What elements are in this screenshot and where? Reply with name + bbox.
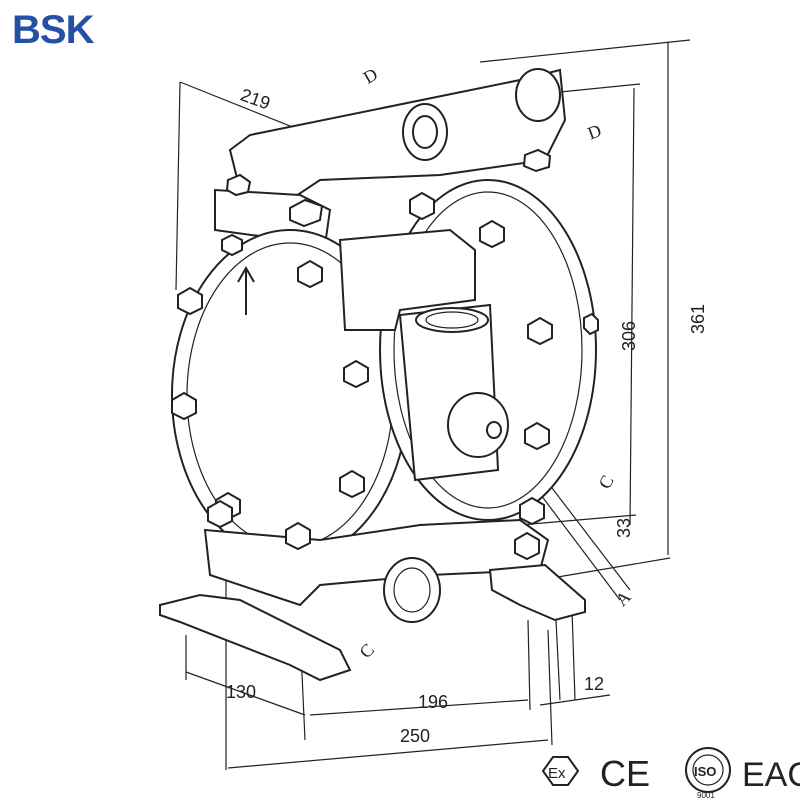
ex-mark-label: Ex bbox=[548, 765, 566, 782]
certifications: Ex CE ISO 9001 EAC bbox=[541, 747, 800, 800]
port-label-top-left: D bbox=[360, 64, 381, 88]
dim-inner-height: 306 bbox=[619, 321, 639, 351]
ex-mark-icon bbox=[541, 756, 580, 786]
brand-logo: BSK bbox=[12, 8, 94, 52]
ce-mark-label: CE bbox=[600, 753, 650, 794]
dim-base-height: 33 bbox=[614, 518, 634, 538]
iso-mark-number: 9001 bbox=[697, 791, 715, 800]
center-body bbox=[338, 228, 509, 482]
dim-bolt-span: 196 bbox=[418, 692, 448, 712]
dim-total-height: 361 bbox=[688, 304, 708, 334]
port-label-side: C bbox=[594, 472, 617, 492]
port-label-bottom: C bbox=[355, 639, 378, 662]
dim-top-width: 219 bbox=[238, 85, 273, 114]
port-label-air: A bbox=[611, 587, 634, 610]
dim-overall-width: 250 bbox=[400, 726, 430, 746]
bottom-manifold bbox=[159, 496, 586, 682]
dimension-lines bbox=[175, 39, 691, 770]
iso-mark-icon bbox=[685, 747, 731, 793]
dim-left-foot: 130 bbox=[226, 682, 256, 702]
dim-foot-offset: 12 bbox=[584, 674, 604, 694]
port-label-top-right: D bbox=[585, 120, 604, 143]
iso-mark-label: ISO bbox=[694, 764, 716, 779]
eac-mark-label: EAC bbox=[742, 756, 800, 794]
